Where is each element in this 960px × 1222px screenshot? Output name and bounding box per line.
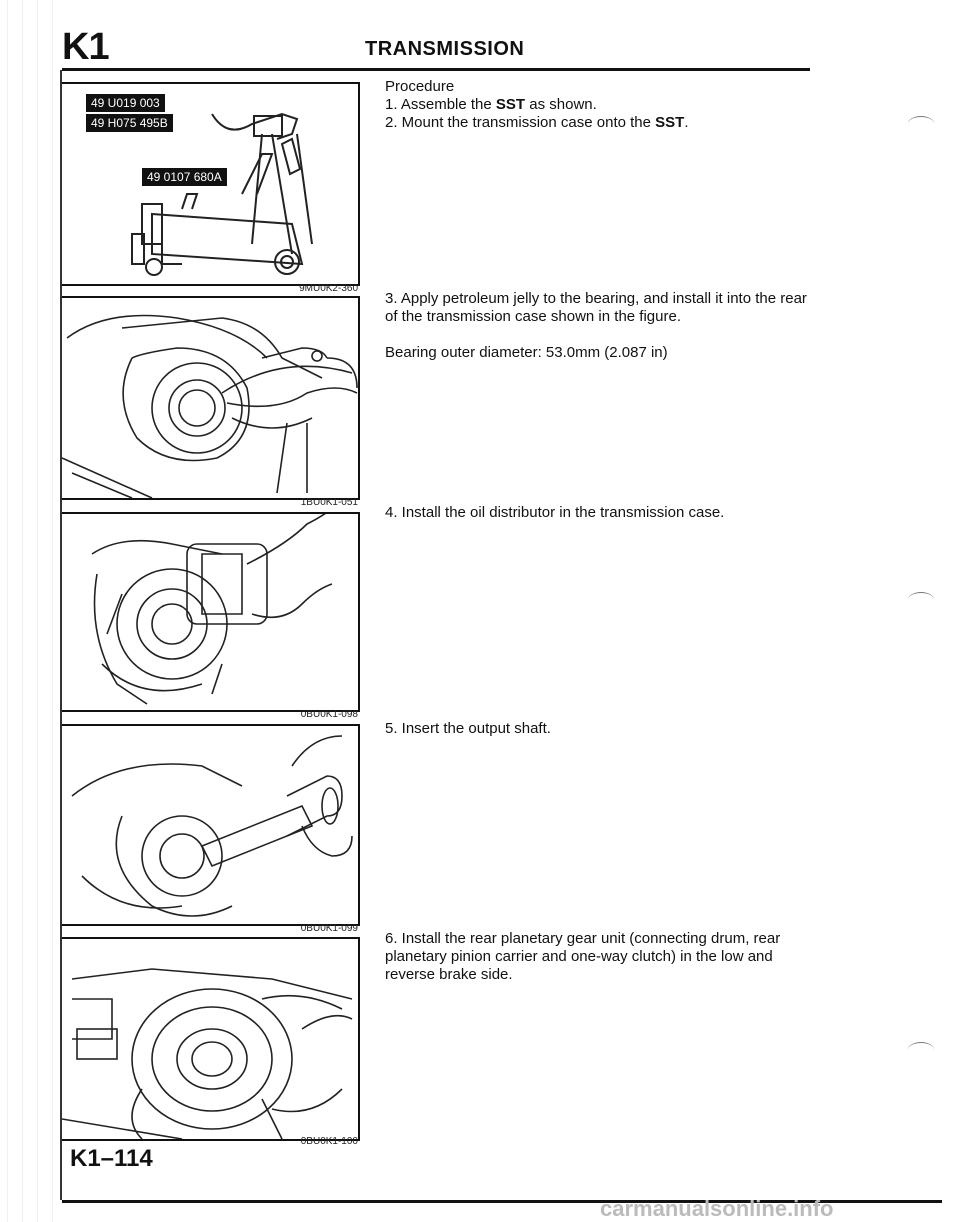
figure-code-1: 9MU0K2-360 (299, 283, 358, 294)
sst-tag-1: 49 U019 003 (86, 94, 165, 112)
figure-code-3: 0BU0K1-098 (300, 709, 358, 720)
bearing-illustration (62, 314, 358, 498)
step-3: 3. Apply petroleum jelly to the bearing,… (385, 290, 807, 325)
watermark: carmanualsonline.info (600, 1196, 834, 1221)
figure-code-5: 0BU0K1-100 (300, 1136, 358, 1147)
section-code: K1 (62, 26, 110, 68)
figure-bearing (62, 296, 360, 500)
page-title: TRANSMISSION (365, 38, 525, 60)
left-margin-rule (60, 70, 62, 1200)
sst-tag-2: 49 H075 495B (86, 114, 173, 132)
step-6: 6. Install the rear planetary gear unit … (385, 930, 781, 983)
margin-mark (908, 592, 934, 607)
scan-edge (0, 0, 60, 1222)
margin-mark (908, 116, 934, 131)
page-number: K1–114 (70, 1145, 153, 1172)
oil-distributor-illustration (91, 514, 333, 705)
procedure-heading: Procedure (385, 78, 455, 95)
step-4: 4. Install the oil distributor in the tr… (385, 504, 725, 521)
figure-code-2: 1BU0K1-051 (300, 497, 358, 508)
sst-stand-illustration (131, 112, 313, 276)
step-5: 5. Insert the output shaft. (385, 720, 551, 737)
margin-mark (908, 1042, 934, 1057)
footer-rule (62, 1200, 942, 1203)
header-rule (62, 68, 810, 71)
figure-output-shaft (62, 724, 360, 926)
bearing-spec: Bearing outer diameter: 53.0mm (2.087 in… (385, 344, 668, 361)
step-1: 1. Assemble the SST as shown. (385, 96, 597, 113)
figure-code-4: 0BU0K1-099 (300, 923, 358, 934)
step-2: 2. Mount the transmission case onto the … (385, 114, 689, 131)
figure-planetary-gear (62, 937, 360, 1141)
figure-oil-distributor (62, 512, 360, 712)
planetary-gear-illustration (62, 968, 353, 1139)
output-shaft-illustration (71, 735, 353, 917)
figure-sst-stand: 49 U019 003 49 H075 495B 49 0107 680A (62, 82, 360, 286)
sst-tag-3: 49 0107 680A (142, 168, 227, 186)
